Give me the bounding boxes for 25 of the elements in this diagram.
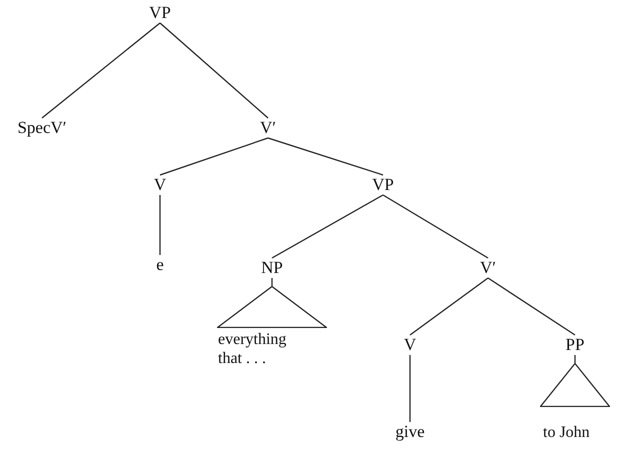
tree-branch — [159, 195, 161, 255]
tree-branch — [42, 22, 160, 118]
node-label: V — [150, 175, 170, 195]
tree-branch — [271, 278, 273, 286]
tree-branch — [160, 22, 268, 118]
tree-branch — [488, 278, 576, 336]
node-label: PP — [560, 335, 590, 355]
leaf-text: to John — [543, 423, 591, 442]
node-label: NP — [257, 258, 287, 278]
tree-branch — [382, 194, 488, 259]
tree-branch — [272, 194, 384, 259]
leaf-text: everything that . . . — [218, 330, 288, 368]
node-label: V — [400, 335, 420, 355]
node-label: SpecV′ — [12, 118, 72, 138]
node-label: V′ — [255, 118, 281, 138]
tree-branch — [409, 355, 411, 422]
node-label: VP — [368, 175, 398, 195]
tree-branch — [574, 355, 576, 363]
tree-branch — [268, 137, 384, 176]
tree-branch — [410, 278, 488, 336]
node-label: e — [153, 255, 167, 275]
tree-branch — [160, 137, 268, 176]
node-label: VP — [145, 3, 175, 23]
node-label: V′ — [475, 258, 501, 278]
node-label: give — [390, 422, 430, 442]
